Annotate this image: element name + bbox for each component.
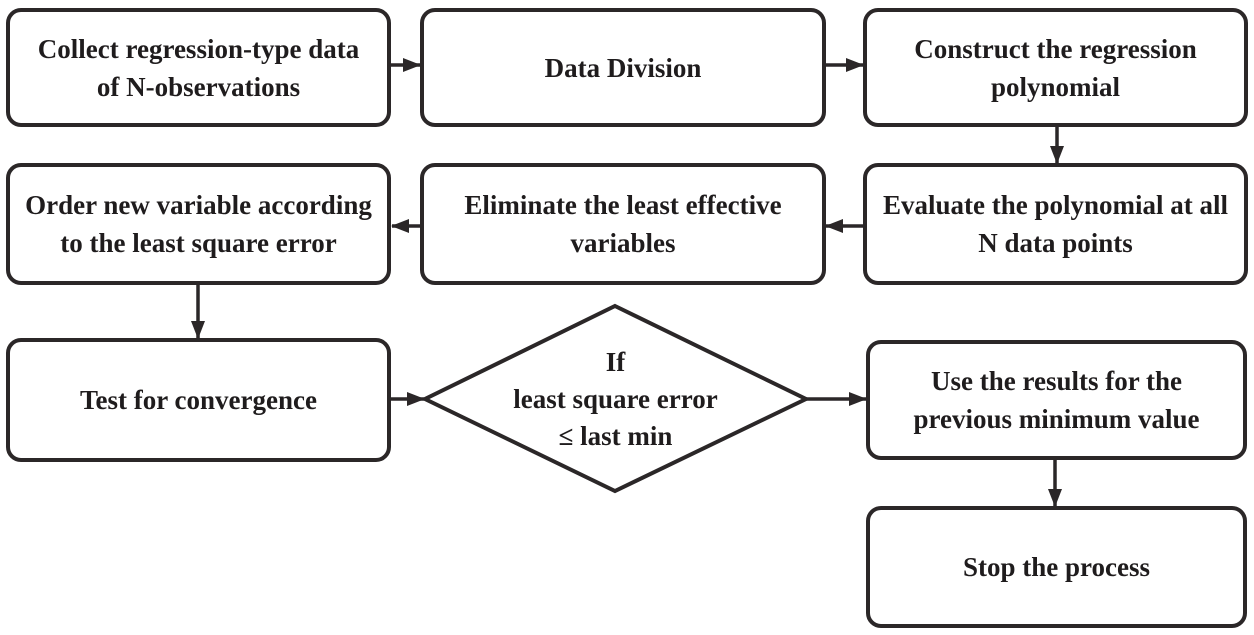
node-use-results: Use the results for the previous minimum… <box>866 340 1247 460</box>
node-decision-label: If least square error ≤ last min <box>455 322 776 477</box>
node-text-line: N data points <box>978 228 1133 258</box>
decision-diamond-shape <box>420 303 811 494</box>
node-text-line: of N-observations <box>96 71 301 102</box>
node-text-line: previous minimum value <box>913 404 1200 434</box>
node-text-line: Construct the regression <box>914 33 1197 64</box>
node-evaluate-polynomial: Evaluate the polynomial at all N data po… <box>863 163 1248 285</box>
node-eliminate-variables: Eliminate the least effective variables <box>420 163 826 285</box>
node-data-division: Data Division <box>420 8 826 127</box>
node-test-convergence: Test for convergence <box>6 338 391 462</box>
node-text-line: least square error <box>513 384 718 414</box>
node-text-line: Test for convergence <box>80 385 317 415</box>
node-text-line: If <box>605 347 626 377</box>
node-text-line: variables <box>570 228 676 258</box>
node-text-line: Data Division <box>544 52 702 83</box>
node-stop-process: Stop the process <box>866 506 1247 628</box>
node-order-variable: Order new variable according to the leas… <box>6 163 391 285</box>
node-text-line: to the least square error <box>60 228 337 258</box>
node-text-line: ≤ last min <box>558 421 673 451</box>
node-text-line: Eliminate the least effective <box>464 190 782 220</box>
node-text-line: Stop the process <box>962 552 1150 582</box>
node-text-line: Order new variable according <box>25 190 372 220</box>
node-text-line: polynomial <box>990 71 1121 102</box>
node-text-line: Evaluate the polynomial at all <box>882 190 1228 220</box>
node-construct-polynomial: Construct the regression polynomial <box>863 8 1248 127</box>
node-text-line: Use the results for the <box>931 366 1182 396</box>
node-collect-data: Collect regression-type data of N-observ… <box>6 8 391 127</box>
node-text-line: Collect regression-type data <box>37 33 360 64</box>
